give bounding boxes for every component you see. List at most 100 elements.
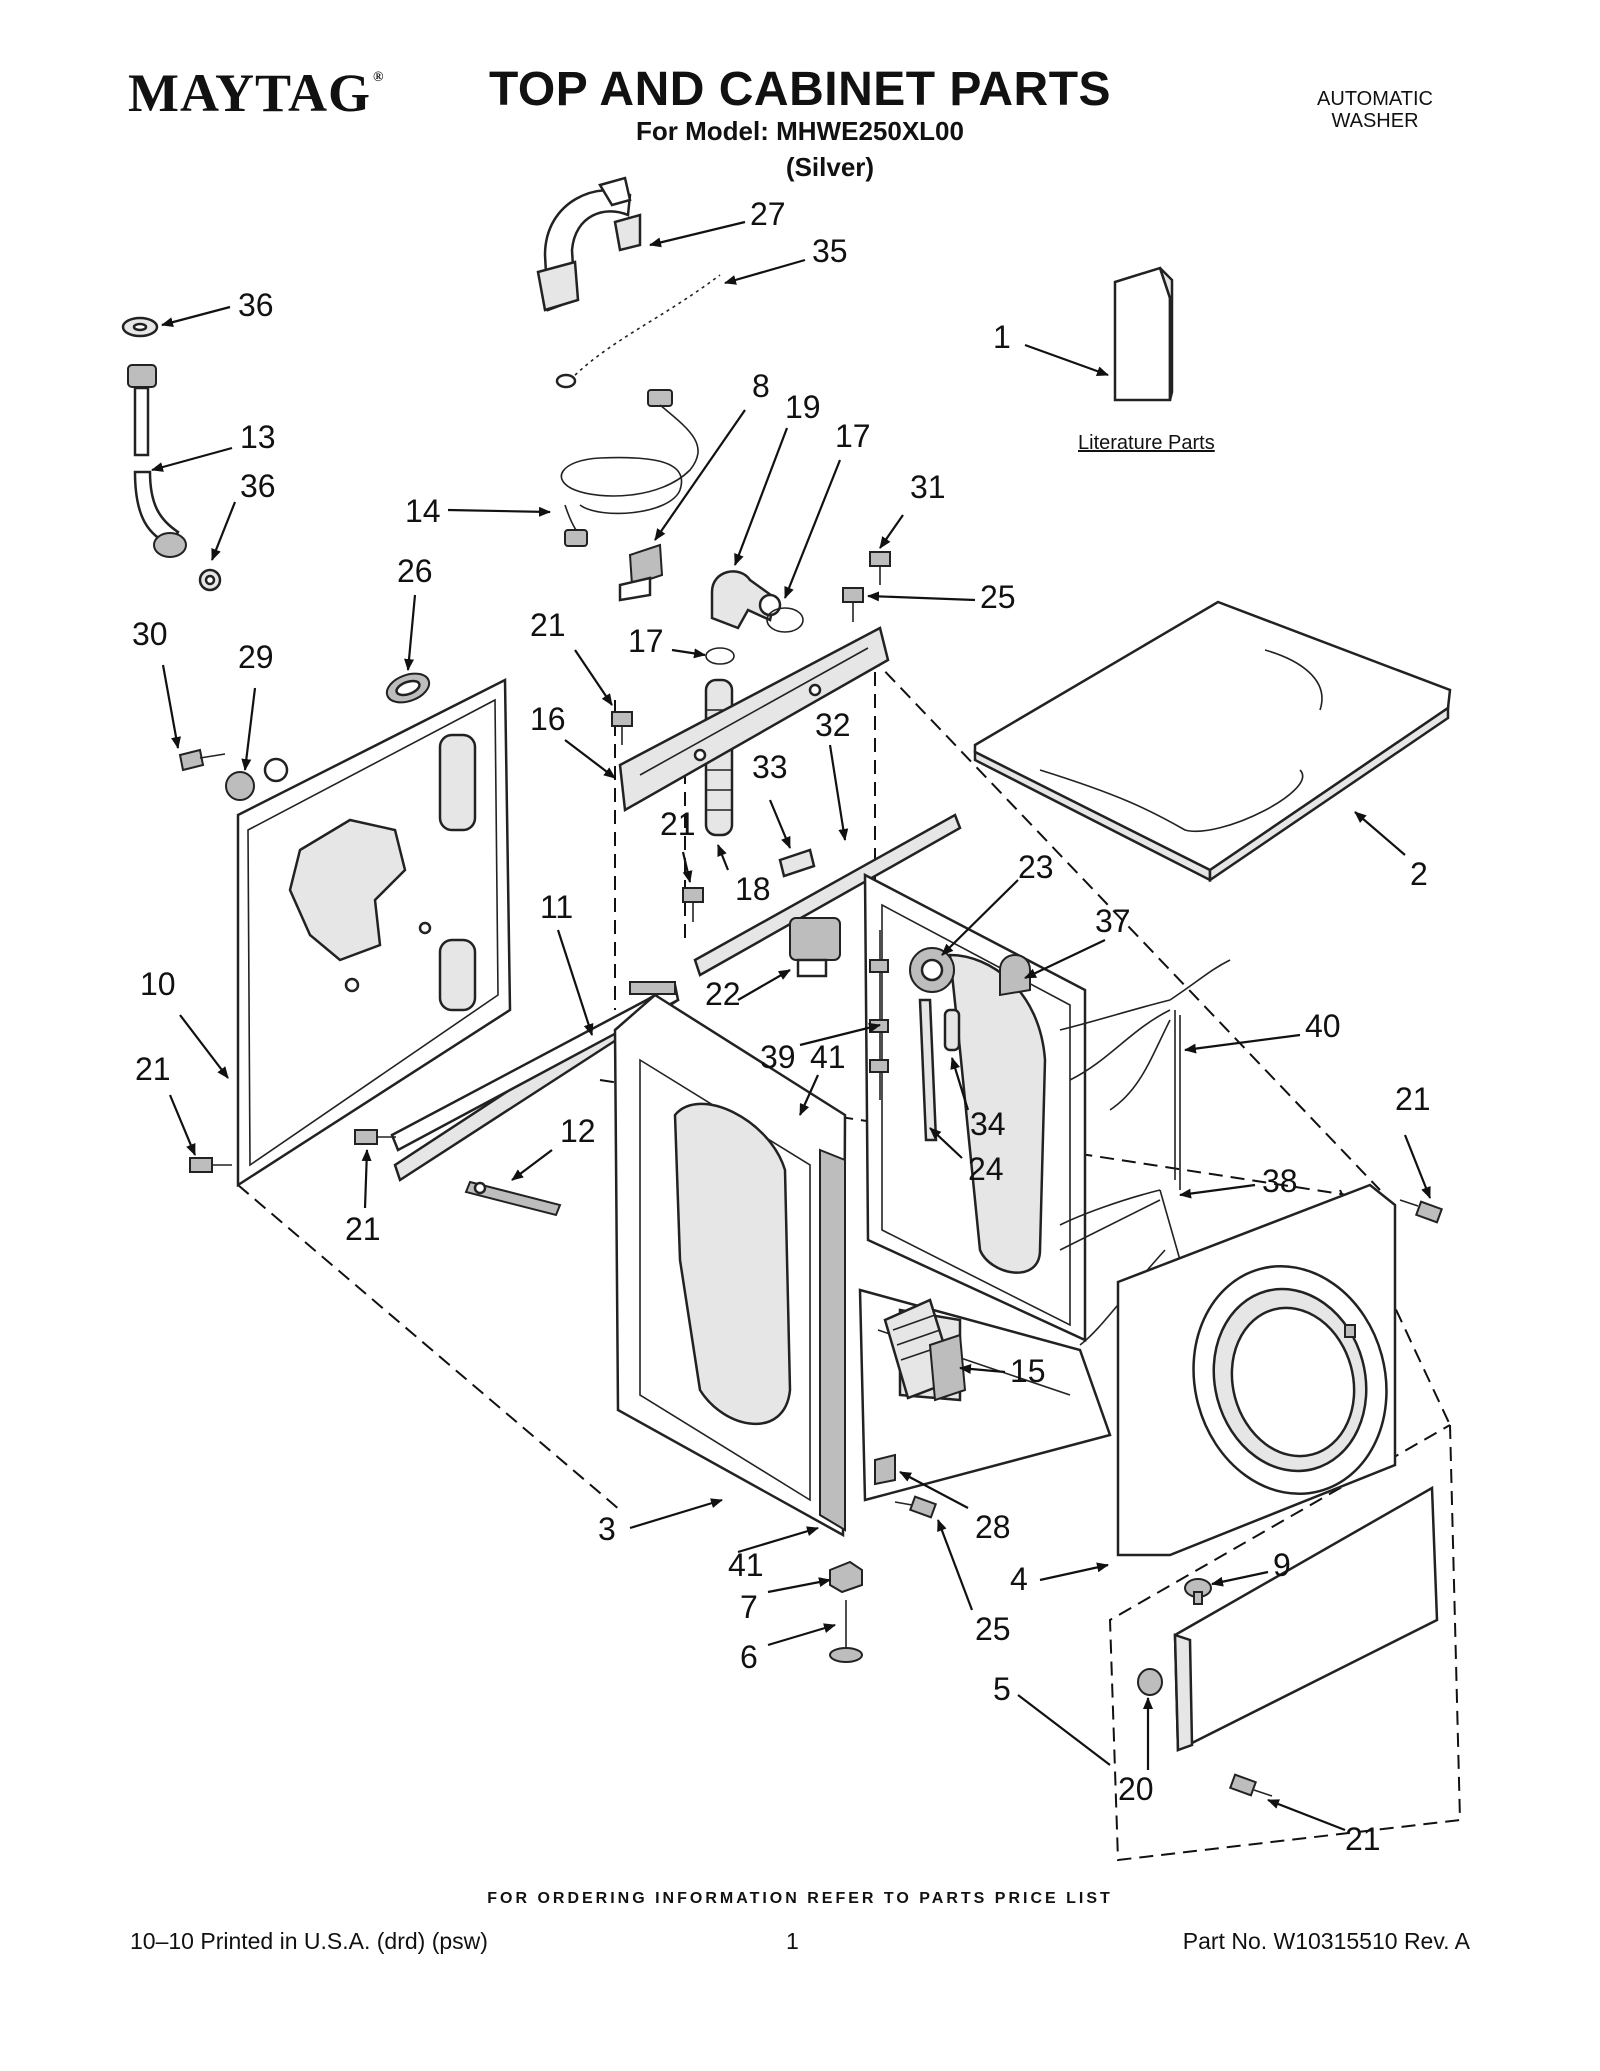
callout-41-top: 41	[810, 1039, 846, 1075]
hose-part-24	[918, 998, 938, 1142]
part-number: Part No. W10315510 Rev. A	[1182, 1928, 1470, 1954]
clip-part-20	[1137, 1668, 1163, 1696]
screw-part-31	[869, 551, 891, 585]
nut-part-7	[829, 1560, 863, 1594]
screw-part-21-mid	[682, 887, 704, 922]
callout-6: 6	[740, 1639, 758, 1675]
callout-21-rail: 21	[345, 1211, 381, 1247]
callout-15: 15	[1010, 1353, 1046, 1389]
leader-lines	[151, 220, 1432, 1832]
callout-33: 33	[752, 749, 788, 785]
front-panel-part-4	[1116, 1183, 1397, 1557]
page-title: TOP AND CABINET PARTS	[488, 63, 1112, 116]
print-info: 10–10 Printed in U.S.A. (drd) (psw)	[130, 1928, 488, 1954]
callout-7: 7	[740, 1589, 758, 1625]
washer-hole	[132, 322, 148, 332]
callout-3: 3	[598, 1511, 616, 1547]
callout-23: 23	[1018, 849, 1054, 885]
callout-5: 5	[993, 1671, 1011, 1707]
callout-18: 18	[735, 871, 771, 907]
callout-26: 26	[397, 553, 433, 589]
callout-36-bottom: 36	[240, 468, 276, 504]
terminal-block-part-8	[618, 543, 664, 602]
clamp-part-17-top	[766, 607, 804, 633]
callout-4: 4	[1010, 1561, 1028, 1597]
callout-30: 30	[132, 616, 168, 652]
callout-35: 35	[812, 233, 848, 269]
washer-hole	[204, 574, 216, 586]
callout-10: 10	[140, 966, 176, 1002]
heater-clip-part-12	[464, 1180, 562, 1217]
clip-part-37	[999, 954, 1031, 997]
bracket-part-34	[943, 1008, 961, 1052]
screw-part-25-bottom	[894, 1495, 938, 1519]
screw-part-21-bracket	[611, 711, 633, 745]
callout-21-mid: 21	[660, 806, 696, 842]
callout-21-toe: 21	[1345, 1821, 1381, 1857]
callout-38: 38	[1262, 1163, 1298, 1199]
side-rail-part-11	[390, 981, 680, 1182]
tie-strap-part-35	[569, 274, 721, 381]
callout-2: 2	[1410, 856, 1428, 892]
cabinet-frame	[858, 872, 1112, 1502]
callout-21-bracket: 21	[530, 607, 566, 643]
front-bar-part-32	[693, 813, 962, 977]
clip-part-29	[225, 757, 289, 801]
rear-panel-part-10	[236, 677, 512, 1188]
callout-numbers: 27 35 36 1 13 36 8 19 17 31 14 26 25 21 …	[132, 196, 1431, 1857]
callout-31: 31	[910, 469, 946, 505]
color-line: (Silver)	[785, 152, 875, 182]
callout-20: 20	[1118, 1771, 1154, 1807]
callout-40: 40	[1305, 1008, 1341, 1044]
callout-25-top: 25	[980, 579, 1016, 615]
clip-part-9	[1184, 1578, 1212, 1605]
callout-11: 11	[540, 889, 573, 925]
callout-37: 37	[1095, 903, 1131, 939]
callout-34: 34	[970, 1106, 1006, 1142]
callout-16: 16	[530, 701, 566, 737]
side-panel-part-3	[613, 993, 847, 1538]
callout-21-rear: 21	[135, 1051, 171, 1087]
ordering-note: FOR ORDERING INFORMATION REFER TO PARTS …	[487, 1890, 1113, 1907]
callout-27: 27	[750, 196, 786, 232]
callout-13: 13	[240, 419, 276, 455]
callout-32: 32	[815, 707, 851, 743]
inlet-hose-part-13	[127, 364, 187, 558]
callout-14: 14	[405, 493, 441, 529]
model-line: For Model: MHWE250XL00	[636, 116, 964, 146]
power-cord-part-14	[560, 389, 699, 547]
page-number: 1	[786, 1928, 799, 1954]
hose-clamp-part-26	[385, 672, 431, 704]
toe-panel-part-5	[1173, 1485, 1439, 1753]
callout-12: 12	[560, 1113, 596, 1149]
callout-41-bottom: 41	[728, 1547, 764, 1583]
screw-part-21-toe	[1228, 1773, 1273, 1797]
pressure-switch-port	[920, 958, 944, 982]
literature-parts-label: Literature Parts	[1078, 432, 1215, 454]
screw-part-21-rear	[189, 1157, 232, 1173]
clamp-part-17-lower	[705, 647, 735, 665]
brand-logo: MAYTAG®	[128, 63, 385, 123]
callout-22: 22	[705, 976, 741, 1012]
screw-part-30	[178, 748, 226, 772]
callout-8: 8	[752, 368, 770, 404]
callout-9: 9	[1273, 1547, 1291, 1583]
dispenser-part-22	[789, 917, 841, 978]
clip-part-33	[778, 848, 816, 878]
callout-39: 39	[760, 1039, 796, 1075]
tie-strap-ring	[555, 373, 577, 389]
screw-part-21-front	[1399, 1199, 1444, 1224]
leveling-leg-part-6	[829, 1600, 863, 1663]
screw-part-21-rail	[354, 1129, 396, 1145]
wire-harness-part-38	[1059, 1189, 1181, 1346]
wire-harness-part-40	[1059, 959, 1231, 1190]
drain-elbow-part-19	[710, 570, 782, 630]
appliance-type: AUTOMATIC WASHER	[1317, 88, 1433, 132]
callout-17-top: 17	[835, 418, 871, 454]
screw-part-25-top	[842, 587, 864, 622]
top-bracket-part-16	[618, 626, 890, 813]
callout-21-right: 21	[1395, 1081, 1431, 1117]
callout-29: 29	[238, 639, 274, 675]
callout-36-top: 36	[238, 287, 274, 323]
callout-1: 1	[993, 319, 1011, 355]
